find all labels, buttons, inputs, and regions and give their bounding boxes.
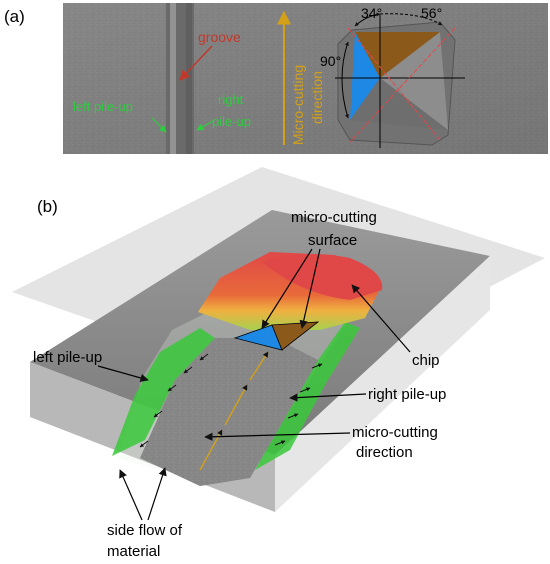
left-pileup-label-a: left pile-up [73,99,133,114]
angle-34-label: 34° [361,5,382,21]
right-pileup-arrow-b [289,393,367,402]
angle-56-arc [379,13,443,26]
tool-brown-face [271,321,320,351]
side-flow-arrow-right [147,467,167,521]
right-pileup-label-b: right pile-up [368,386,446,403]
panel-b-label: (b) [37,197,58,216]
right-pileup-label-a-line1: right [218,92,244,107]
side-flow-label-line2: material [107,543,160,560]
surface-label-line1: micro-cutting [291,209,377,226]
angle-34-arc [354,12,381,27]
panel-b: (b) [12,167,545,560]
workpiece-side [275,256,490,512]
direction-label-b-line1: micro-cutting [352,424,438,441]
indent-brown-face [355,32,440,78]
left-pileup-arrow-a [151,117,167,133]
left-pileup-band [112,328,215,456]
indent-blue-face [350,32,380,120]
angle-90-arc [341,41,349,119]
right-pileup-band [255,322,360,470]
chip-arrow [351,284,411,353]
groove-left-wall [170,3,176,154]
groove-texture [140,338,318,486]
right-pileup-arrow-a [196,120,214,131]
red-diagonal-2 [349,27,456,143]
side-flow-arrow-left [119,469,143,521]
side-flow-label-line1: side flow of [107,522,183,539]
direction-label-b-line2: direction [356,444,413,461]
sem-texture [63,3,548,154]
left-pileup-label-b: left pile-up [33,349,102,366]
panel-a-label: (a) [4,7,25,26]
right-pileup-label-a-line2: pile-up [212,114,251,129]
groove-label-a: groove [198,29,241,45]
angle-56-label: 56° [421,5,442,21]
flow-arrows [139,353,323,448]
direction-label-a-line1: Micro-cutting [290,65,306,145]
chip-label: chip [412,352,440,369]
surface-arrow-brown [299,248,321,329]
indent-grey-face-bottom [350,78,448,130]
groove-arrow-a [179,45,213,81]
surface-arrow-blue [261,248,313,329]
direction-label-a-line2: direction [309,71,325,124]
direction-arrow-b [204,432,351,441]
indent-imprint [337,21,456,146]
surface-label-line2: surface [308,232,357,249]
left-pileup-arrow-b [97,365,149,383]
indent-grey-face-right [380,32,448,130]
panel-a: (a) groove left pile-up right pile-up Mi… [4,3,548,154]
groove-right-wall [186,3,192,154]
angle-90-label: 90° [320,53,341,69]
red-diagonal-1 [347,27,441,141]
